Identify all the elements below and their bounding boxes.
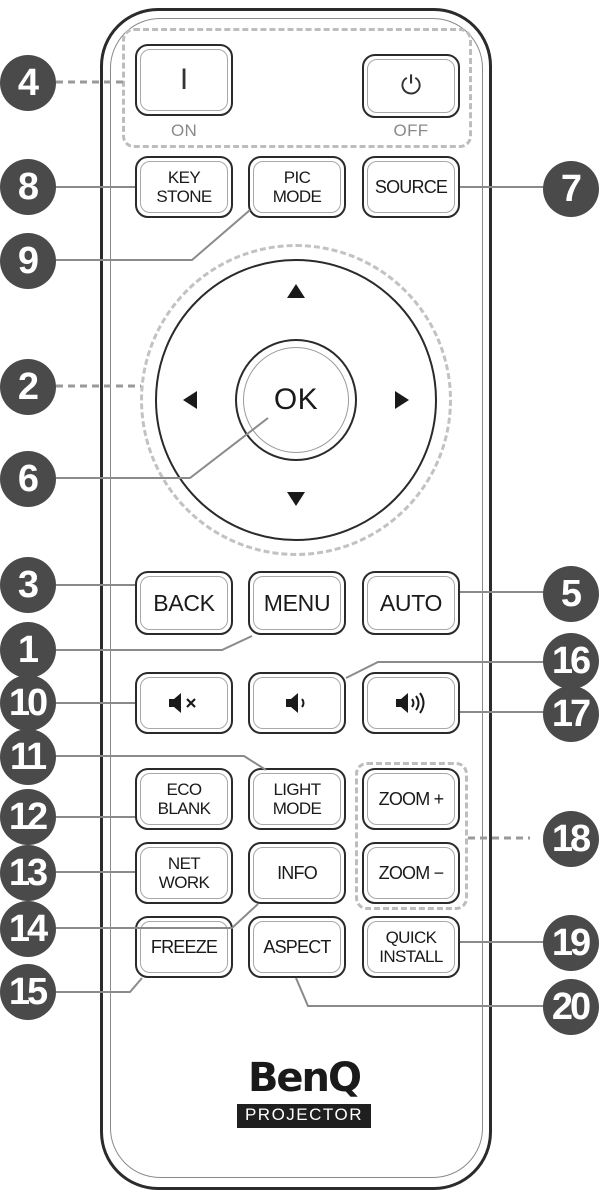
light-mode-label-line2: MODE — [272, 799, 322, 818]
volume-down-icon — [286, 693, 305, 713]
auto-button[interactable]: AUTO — [362, 571, 460, 635]
volume-up-icon — [396, 692, 425, 714]
callout-2: 2 — [0, 359, 56, 415]
callout-7: 7 — [543, 161, 599, 217]
pic-mode-label-line1: PIC — [283, 167, 311, 187]
brand-logo-subtitle: PROJECTOR — [237, 1104, 371, 1128]
callout-17: 17 — [543, 686, 599, 742]
remote-inner-outline — [110, 18, 483, 1178]
callout-14: 14 — [0, 901, 56, 957]
leader-9 — [56, 209, 251, 261]
power-on-label: ON — [170, 121, 198, 140]
ok-label: OK — [273, 383, 319, 416]
quick-install-label-line2: INSTALL — [379, 947, 443, 966]
leader-14 — [56, 903, 259, 929]
callout-4: 4 — [0, 55, 56, 111]
eco-blank-label-line1: ECO — [166, 779, 202, 799]
callout-12: 12 — [0, 789, 56, 845]
power-on-icon: I — [179, 63, 189, 96]
callout-18: 18 — [543, 811, 599, 867]
leader-11 — [56, 755, 267, 771]
callout-11: 11 — [0, 729, 56, 785]
callout-15: 15 — [0, 964, 56, 1020]
arrow-right-icon[interactable] — [395, 391, 409, 409]
power-on-button[interactable]: I — [135, 44, 233, 116]
pic-mode-label-line2: MODE — [272, 187, 322, 206]
back-label: BACK — [153, 589, 215, 616]
callout-9: 9 — [0, 233, 56, 289]
callout-6: 6 — [0, 451, 56, 507]
power-off-icon: ⏻ — [400, 70, 422, 100]
source-label: SOURCE — [374, 176, 448, 197]
keystone-label-line1: KEY — [167, 167, 201, 187]
leader-20 — [295, 977, 545, 1007]
volume-down-button[interactable] — [248, 672, 346, 734]
leader-16 — [345, 661, 545, 679]
keystone-label-line2: STONE — [156, 187, 212, 206]
power-button-group — [122, 28, 472, 148]
quick-install-label-line1: QUICK — [385, 927, 437, 947]
volume-up-button[interactable] — [362, 672, 460, 734]
callout-16: 16 — [543, 633, 599, 689]
callout-10: 10 — [0, 675, 56, 731]
callout-20: 20 — [543, 979, 599, 1035]
callout-5: 5 — [543, 566, 599, 622]
eco-blank-label-line2: BLANK — [157, 799, 211, 818]
brand-logo: BenQ PROJECTOR — [236, 1058, 372, 1128]
aspect-button[interactable]: ASPECT — [248, 916, 346, 978]
zoom-in-button[interactable]: ZOOM + — [362, 768, 460, 830]
zoom-out-label: ZOOM − — [378, 862, 445, 883]
navigation-group-outline — [140, 244, 452, 556]
callout-3: 3 — [0, 557, 56, 613]
leader-1 — [56, 635, 253, 651]
freeze-button[interactable]: FREEZE — [135, 916, 233, 978]
brand-logo-word: BenQ — [247, 1055, 362, 1101]
callout-19: 19 — [543, 915, 599, 971]
info-label: INFO — [277, 862, 318, 883]
zoom-out-button[interactable]: ZOOM − — [362, 842, 460, 904]
power-off-label: OFF — [393, 121, 429, 140]
leader-6 — [56, 417, 269, 479]
zoom-in-label: ZOOM + — [378, 788, 445, 809]
mute-button[interactable] — [135, 672, 233, 734]
mute-icon — [169, 693, 196, 713]
leader-15 — [56, 977, 143, 993]
arrow-left-icon[interactable] — [183, 391, 197, 409]
aspect-label: ASPECT — [263, 936, 331, 957]
callout-8: 8 — [0, 159, 56, 215]
zoom-button-group — [355, 762, 468, 910]
menu-button[interactable]: MENU — [248, 571, 346, 635]
callout-1: 1 — [0, 622, 56, 678]
info-button[interactable]: INFO — [248, 842, 346, 904]
arrow-down-icon[interactable] — [287, 492, 305, 506]
power-off-button[interactable]: ⏻ — [362, 54, 460, 118]
freeze-label: FREEZE — [150, 936, 218, 957]
network-label-line1: NET — [167, 853, 201, 873]
source-button[interactable]: SOURCE — [362, 156, 460, 218]
back-button[interactable]: BACK — [135, 571, 233, 635]
ok-button[interactable]: OK — [235, 339, 357, 461]
arrow-up-icon[interactable] — [287, 284, 305, 298]
callout-13: 13 — [0, 845, 56, 901]
menu-label: MENU — [263, 589, 331, 616]
auto-label: AUTO — [379, 589, 443, 616]
light-mode-label-line1: LIGHT — [273, 779, 321, 799]
network-label-line2: WORK — [158, 873, 210, 892]
